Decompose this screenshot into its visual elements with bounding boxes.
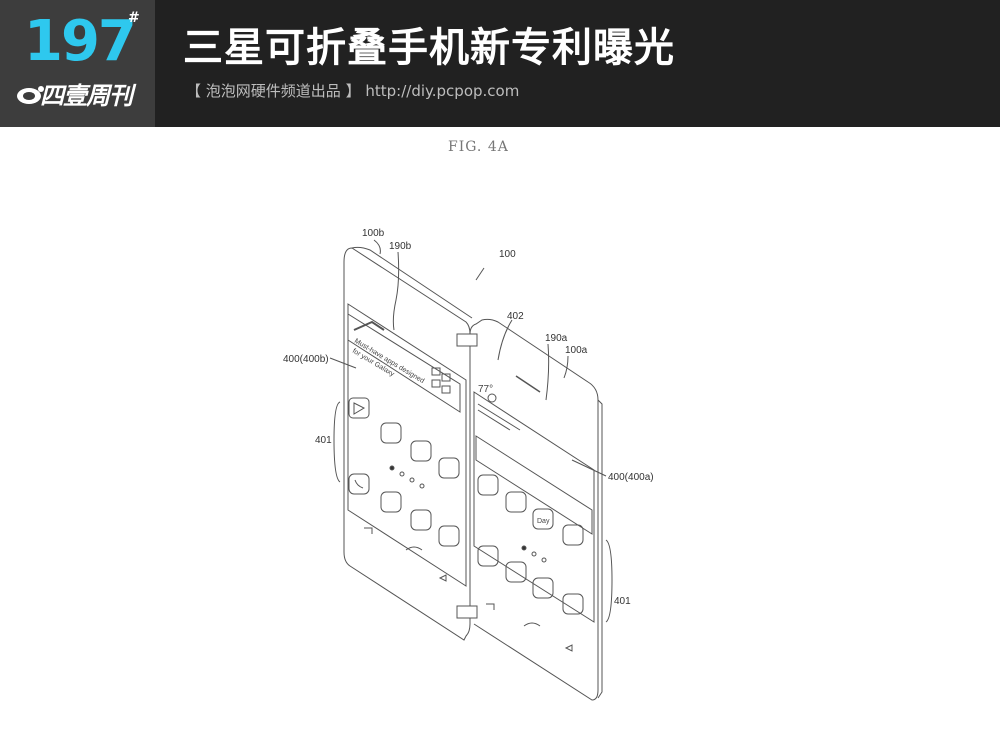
left-widget-box (347, 313, 461, 413)
brand-logo-icon (17, 86, 44, 104)
ref-right-hinge-line: 190a (545, 333, 568, 344)
right-panel-body (469, 318, 599, 701)
ref-left-hinge-line: 190b (389, 241, 412, 252)
source-line: 【 泡泡网硬件频道出品 】 http://diy.pcpop.com (186, 80, 519, 101)
ref-left-icons: 401 (315, 435, 332, 446)
temperature-text: 77° (478, 384, 493, 395)
left-panel-edge (351, 246, 473, 319)
page-title: 三星可折叠手机新专利曝光 (183, 25, 675, 71)
brand-name: 四壹周刊 (40, 82, 133, 110)
issue-mark: # (128, 10, 140, 26)
patent-drawing: 100b 190b 100 400(400b) 401 402 190a 100… (283, 228, 654, 701)
right-widget-bar (475, 435, 593, 535)
day-label: Day (537, 518, 550, 525)
hinge-bottom (456, 605, 478, 619)
figure-label: FIG. 4A (448, 139, 509, 155)
issue-badge: 197 # 四壹周刊 (0, 0, 155, 127)
left-panel-body (343, 247, 471, 641)
right-screen (473, 391, 595, 623)
ref-right-body: 100a (565, 345, 588, 356)
ref-device: 100 (499, 249, 516, 260)
right-panel-side (597, 399, 603, 699)
hinge-top (456, 333, 478, 347)
issue-number: 197 (24, 9, 137, 74)
source-bracket-close: 】 (345, 82, 361, 100)
source-url[interactable]: http://diy.pcpop.com (365, 82, 520, 100)
source-bracket-open: 【 (186, 82, 202, 100)
ref-speaker: 402 (507, 311, 524, 322)
header-banner: 197 # 四壹周刊 三星可折叠手机新专利曝光 【 泡泡网硬件频道出品 】 ht… (0, 0, 1000, 127)
ref-right-display: 400(400a) (608, 472, 654, 483)
ref-left-display: 400(400b) (283, 354, 329, 365)
left-screen (347, 303, 467, 587)
source-name: 泡泡网硬件频道出品 (205, 82, 341, 100)
ref-left-body: 100b (362, 228, 385, 239)
ref-right-icons: 401 (614, 596, 631, 607)
